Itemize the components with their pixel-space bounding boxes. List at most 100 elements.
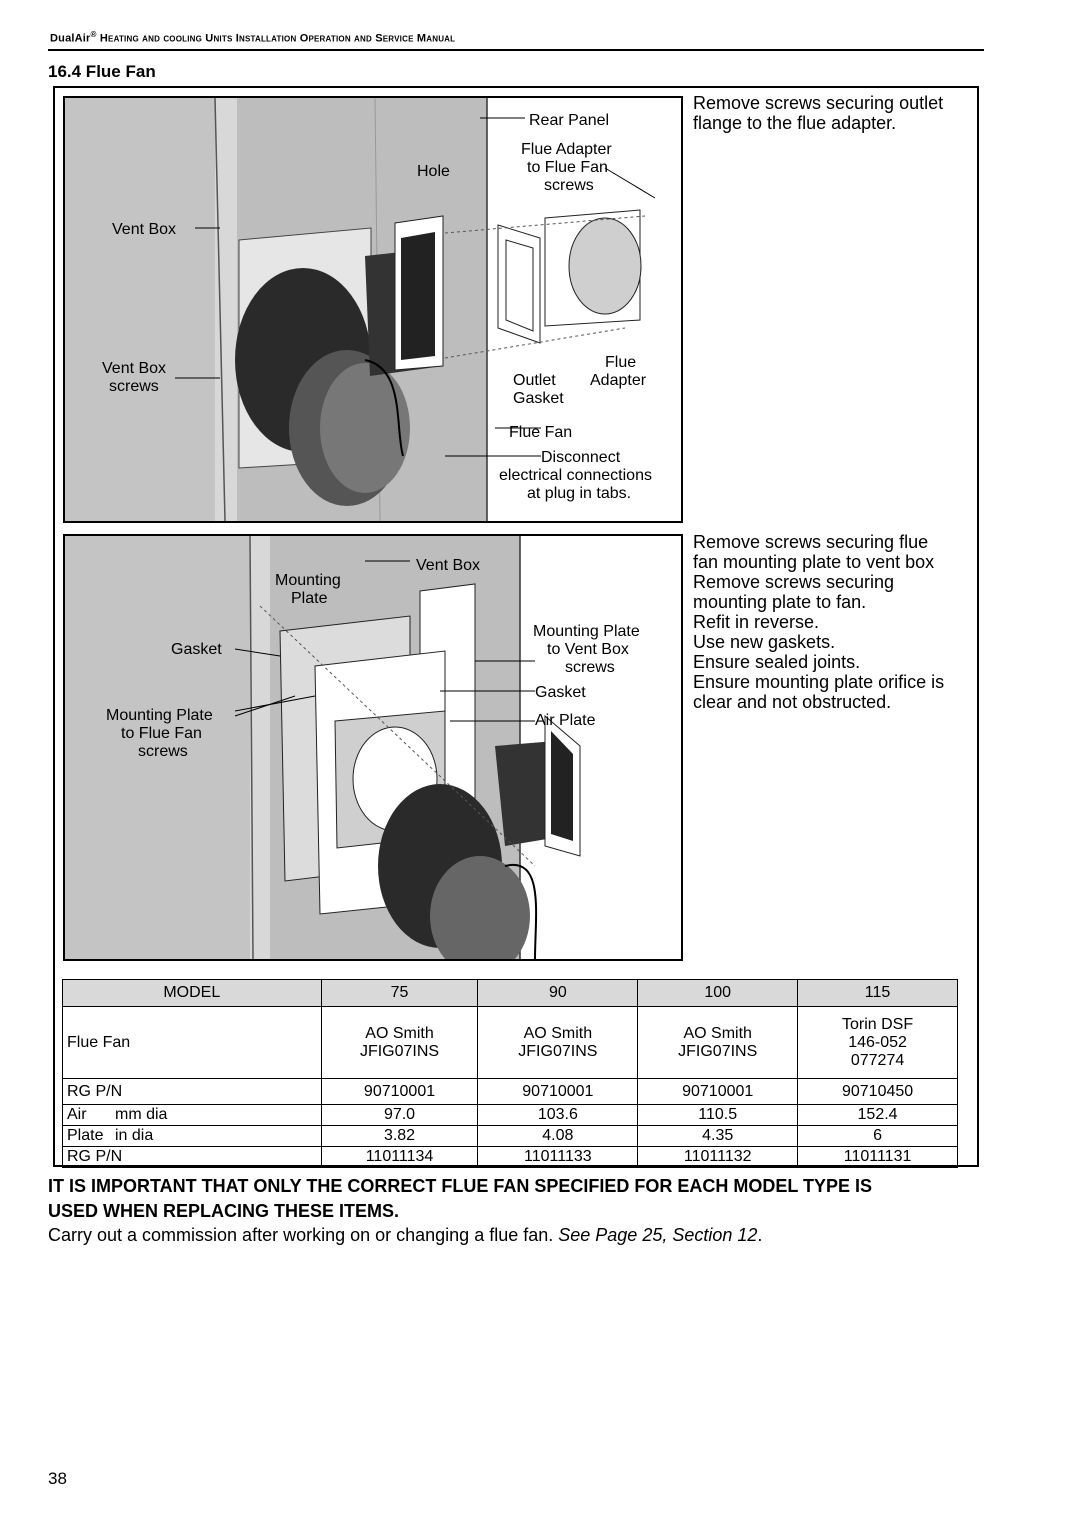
rg-pn-cell: 90710450 (797, 1078, 958, 1105)
label-hole: Hole (417, 163, 450, 180)
instruction-line: fan mounting plate to vent box (693, 552, 935, 572)
model-cell: 100 (637, 979, 799, 1007)
instruction-line: Remove screws securing flue (693, 532, 929, 552)
part: JFIG07INS (678, 1042, 758, 1060)
mm-dia-cell: 97.0 (320, 1104, 479, 1126)
maker: AO Smith (365, 1024, 434, 1042)
rg-pn-cell: 90710001 (477, 1078, 639, 1105)
header-rule (48, 49, 984, 51)
in-dia-cell: 4.35 (637, 1125, 799, 1147)
table-row: RG P/N 90710001 90710001 90710001 907104… (62, 1078, 958, 1105)
table-header-row: MODEL 75 90 100 115 (62, 979, 958, 1007)
label-air-plate: Air Plate (535, 712, 596, 729)
section-title: 16.4 Flue Fan (48, 62, 156, 81)
in-dia-cell: 6 (797, 1125, 958, 1147)
warning-text: IT IS IMPORTANT THAT ONLY THE CORRECT FL… (48, 1174, 988, 1224)
rg-pn2-cell: 11011131 (797, 1146, 958, 1168)
part: JFIG07INS (359, 1042, 440, 1060)
label-mp-vent-1: Mounting Plate (533, 623, 640, 640)
instruction-line: Ensure mounting plate orifice is (693, 672, 945, 692)
label-outlet-gasket-2: Gasket (513, 390, 564, 407)
model-cell: 75 (320, 979, 479, 1007)
label-mp-vent-2: to Vent Box (547, 641, 629, 658)
brand-name: DualAir (50, 32, 91, 45)
note-end: . (757, 1225, 763, 1245)
label-mounting-plate-1: Mounting (275, 572, 341, 589)
label-rear-panel: Rear Panel (529, 112, 609, 129)
instruction-line: Remove screws securing outlet (693, 93, 944, 113)
mounting-plate-exploded-view: Vent Box Mounting Plate Gasket Mounting … (65, 536, 681, 959)
maker: Torin DSF (842, 1015, 914, 1033)
mm-dia-label: mm dia (115, 1106, 168, 1123)
rg-pn2-cell: 11011134 (320, 1146, 479, 1168)
rg-pn-cell: 90710001 (320, 1078, 479, 1105)
instruction-line: Refit in reverse. (693, 612, 820, 632)
label-flue-adapter-screws-3: screws (544, 177, 594, 194)
mm-dia-cell: 152.4 (797, 1104, 958, 1126)
air-mm-label: Air mm dia (62, 1104, 322, 1126)
label-flue-adapter-1: Flue (605, 354, 636, 371)
commission-note: Carry out a commission after working on … (48, 1225, 762, 1246)
instruction-line: flange to the flue adapter. (693, 113, 897, 133)
label-flue-adapter-screws-1: Flue Adapter (521, 141, 612, 158)
instruction-line: mounting plate to fan. (693, 592, 867, 612)
mm-dia-cell: 103.6 (477, 1104, 639, 1126)
warning-line: USED WHEN REPLACING THESE ITEMS. (48, 1201, 400, 1221)
table-row: Air mm dia 97.0 103.6 110.5 152.4 (62, 1104, 958, 1126)
label-vent-box-screws-1: Vent Box (102, 360, 166, 377)
instruction-line: Use new gaskets. (693, 632, 836, 652)
label-disconnect-2: electrical connections (499, 467, 652, 484)
label-mp-vent-3: screws (565, 659, 615, 676)
part: 146-052 (848, 1033, 907, 1051)
label-mp-fan-3: screws (138, 743, 188, 760)
rg-pn2-label: RG P/N (62, 1146, 322, 1168)
flue-fan-exploded-view: Rear Panel Flue Adapter to Flue Fan scre… (65, 98, 681, 521)
label-vent-box-screws-2: screws (109, 378, 159, 395)
label-gasket-right: Gasket (535, 684, 586, 701)
instruction-line: clear and not obstructed. (693, 692, 892, 712)
rg-pn2-cell: 11011132 (637, 1146, 799, 1168)
plate-in-label: Plate in dia (62, 1125, 322, 1147)
label-flue-adapter-2: Adapter (590, 372, 647, 389)
label-vent-box: Vent Box (416, 557, 480, 574)
model-header: MODEL (62, 979, 322, 1007)
label-mp-fan-2: to Flue Fan (121, 725, 202, 742)
label-disconnect-1: Disconnect (541, 449, 621, 466)
label-vent-box: Vent Box (112, 221, 176, 238)
instruction-line: Remove screws securing (693, 572, 895, 592)
top-instructions: Remove screws securing outlet flange to … (693, 93, 943, 133)
rg-pn2-cell: 11011133 (477, 1146, 639, 1168)
top-diagram: Rear Panel Flue Adapter to Flue Fan scre… (63, 96, 683, 523)
label-outlet-gasket-1: Outlet (513, 372, 556, 389)
note-text: Carry out a commission after working on … (48, 1225, 559, 1245)
maker: AO Smith (683, 1024, 752, 1042)
part: 077274 (850, 1051, 905, 1069)
running-header: DualAir® Heating and cooling Units Insta… (50, 30, 455, 45)
in-dia-label: in dia (115, 1127, 154, 1144)
flue-fan-row-label: Flue Fan (62, 1006, 322, 1079)
page-number: 38 (48, 1469, 67, 1488)
air-label: Air (67, 1106, 87, 1123)
part: JFIG07INS (518, 1042, 598, 1060)
bottom-instructions: Remove screws securing flue fan mounting… (693, 532, 944, 712)
label-gasket-left: Gasket (171, 641, 222, 658)
mm-dia-cell: 110.5 (637, 1104, 799, 1126)
label-disconnect-3: at plug in tabs. (527, 485, 631, 502)
note-reference[interactable]: See Page 25, Section 12 (558, 1225, 758, 1245)
label-mounting-plate-2: Plate (291, 590, 328, 607)
in-dia-cell: 3.82 (320, 1125, 479, 1147)
maker: AO Smith (523, 1024, 593, 1042)
label-flue-fan: Flue Fan (509, 424, 572, 441)
warning-line: IT IS IMPORTANT THAT ONLY THE CORRECT FL… (48, 1176, 873, 1196)
instruction-line: Ensure sealed joints. (693, 652, 861, 672)
rg-pn-cell: 90710001 (637, 1078, 799, 1105)
model-cell: 115 (797, 979, 958, 1007)
registered-mark: ® (90, 30, 97, 39)
plate-label: Plate (67, 1127, 104, 1144)
bottom-diagram: Vent Box Mounting Plate Gasket Mounting … (63, 534, 683, 961)
